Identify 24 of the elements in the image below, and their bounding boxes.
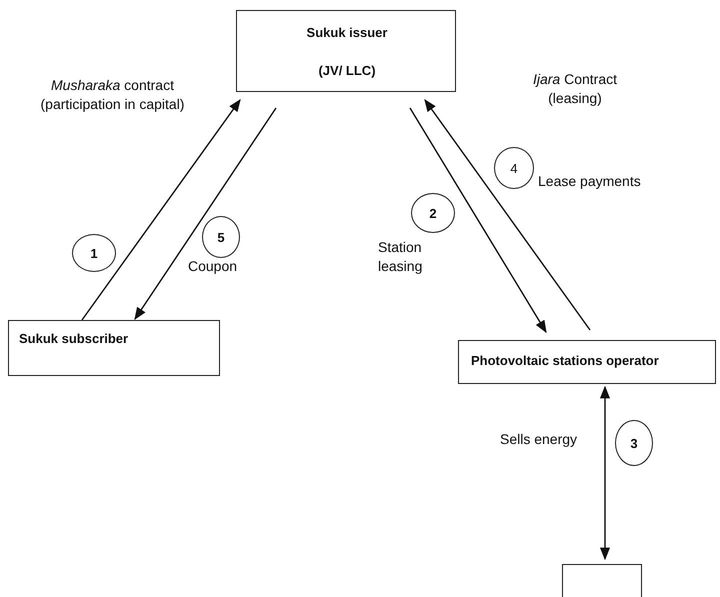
arrow xyxy=(424,98,591,330)
process-box xyxy=(458,340,716,384)
node-title: Sukuk issuer xyxy=(306,25,388,40)
edge-label: Lease payments xyxy=(538,172,642,191)
arrow xyxy=(81,98,241,320)
double-arrow xyxy=(600,386,610,560)
edge-label: Station leasing xyxy=(378,238,424,276)
arrow xyxy=(409,108,547,334)
step-number-circle: 3 xyxy=(615,420,653,466)
box xyxy=(562,564,642,597)
contract-note: Musharaka contract (participation in capital) xyxy=(40,76,186,114)
process-box xyxy=(236,10,456,92)
step-number-circle: 1 xyxy=(72,234,116,272)
arrow xyxy=(134,108,277,320)
edge-label: Coupon xyxy=(188,257,238,276)
step-number-circle: 2 xyxy=(411,193,455,233)
contract-note: Ijara Contract (leasing) xyxy=(532,70,618,108)
node-title: Sukuk subscriber xyxy=(19,331,130,346)
edge-label: Sells energy xyxy=(500,430,578,449)
step-number-circle: 5 xyxy=(202,216,240,258)
step-number-circle: 4 xyxy=(494,147,534,189)
node-title: Photovoltaic stations operator xyxy=(471,353,660,368)
node-subtitle: (JV/ LLC) xyxy=(317,63,377,78)
process-box xyxy=(8,320,220,376)
